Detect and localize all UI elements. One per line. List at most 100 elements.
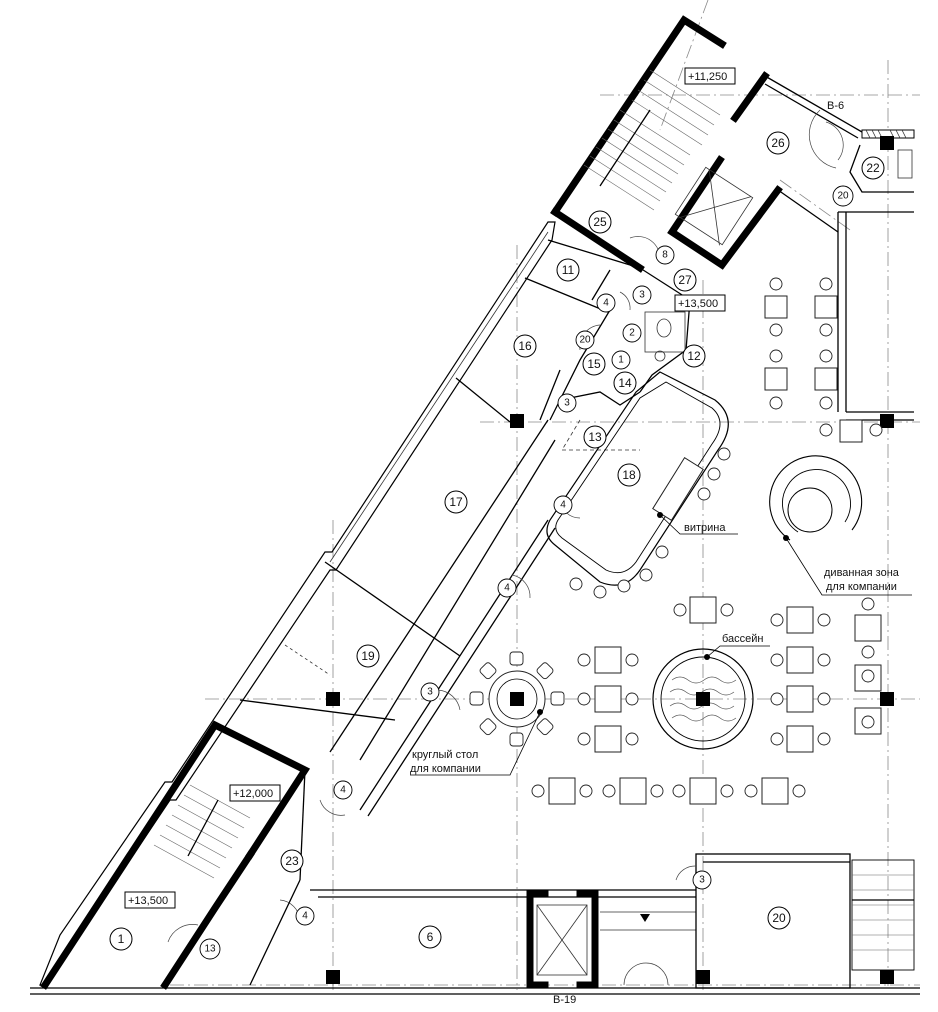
- svg-text:4: 4: [504, 583, 510, 594]
- door-badge: 4: [553, 495, 573, 515]
- svg-text:20: 20: [579, 335, 591, 346]
- dining-area: [469, 277, 883, 805]
- sofa-zone: [769, 455, 863, 541]
- lower-core-wall: [40, 720, 311, 990]
- sink-icon: [654, 350, 666, 362]
- upper-core-wall: [550, 207, 645, 273]
- envelope-outline: [39, 221, 556, 986]
- arrow-icon: [640, 914, 650, 922]
- room-badge: 11: [556, 258, 580, 282]
- door-badge: 4: [295, 906, 315, 926]
- table: [764, 367, 788, 391]
- partition: [249, 879, 301, 986]
- column: [326, 692, 340, 706]
- sofa-outer: [769, 455, 863, 541]
- door-badge: 3: [692, 870, 712, 890]
- svg-text:18: 18: [622, 468, 636, 482]
- svg-text:8: 8: [662, 250, 668, 261]
- door-badge: 3: [420, 682, 440, 702]
- elevation-box: [124, 891, 176, 909]
- elevator-cabin: [536, 904, 588, 976]
- sofa-label-line-1: диванная зона: [824, 567, 900, 579]
- room-22-wall: [849, 144, 914, 193]
- room-badge: 6: [418, 925, 442, 949]
- door-badge: 4: [596, 293, 616, 313]
- room-badge: 26: [766, 131, 790, 155]
- door-arc: [629, 236, 661, 261]
- elevation-label: +11,250: [688, 71, 727, 83]
- svg-text:4: 4: [302, 911, 308, 922]
- toilet-icon: [656, 318, 672, 338]
- column: [880, 414, 894, 428]
- door-badge: 13: [199, 938, 221, 960]
- upper-core-wall: [550, 15, 727, 217]
- column: [510, 692, 524, 706]
- axis-label-b19: В-19: [553, 994, 576, 1006]
- svg-text:27: 27: [678, 273, 692, 287]
- column: [696, 970, 710, 984]
- vitrina-label: витрина: [684, 522, 726, 534]
- svg-text:4: 4: [340, 785, 346, 796]
- pool-outer: [652, 648, 754, 750]
- table-row-2: [577, 646, 882, 692]
- room-badge: 13: [583, 425, 607, 449]
- partition: [639, 299, 691, 393]
- pool-label: бассейн: [722, 633, 764, 645]
- door-badges: 20 8 3 4 20 2 1 3 4 4 3 4 13 4 3: [199, 185, 854, 960]
- round-table-label-line-1: круглый стол: [412, 749, 478, 761]
- room-badge: 1: [109, 927, 133, 951]
- partition: [591, 269, 611, 301]
- elevator-wall: [526, 889, 549, 989]
- svg-text:4: 4: [603, 298, 609, 309]
- callout-leaders: [410, 514, 912, 776]
- svg-text:12: 12: [687, 349, 701, 363]
- column: [880, 692, 894, 706]
- room-badge: 27: [673, 268, 697, 292]
- door-badge: 4: [333, 780, 353, 800]
- room-badge: 15: [582, 352, 606, 376]
- svg-text:11: 11: [562, 263, 575, 277]
- dashed-outline: [561, 419, 640, 451]
- door-arc: [619, 291, 631, 311]
- partition: [239, 699, 396, 721]
- table-row-1: [673, 596, 882, 659]
- svg-text:6: 6: [427, 930, 434, 944]
- door-arc: [675, 865, 697, 881]
- door-badge: 1: [611, 350, 631, 370]
- svg-text:15: 15: [587, 357, 601, 371]
- axis-line: [779, 179, 851, 231]
- round-table-group: [469, 651, 565, 747]
- door-badge: 8: [655, 245, 675, 265]
- column: [880, 136, 894, 150]
- partition: [455, 377, 511, 423]
- svg-text:3: 3: [699, 875, 705, 886]
- wing-partitions: [239, 419, 581, 817]
- dashed-line: [284, 644, 331, 676]
- columns: [880, 136, 894, 706]
- door-badge: 20: [832, 185, 854, 207]
- svg-text:19: 19: [361, 649, 375, 663]
- door-badge: 4: [497, 578, 517, 598]
- elevation-label: +13,500: [678, 298, 718, 310]
- axis-labels: В-6 В-19: [553, 100, 844, 1006]
- column: [510, 414, 524, 428]
- room-badge: 17: [444, 490, 468, 514]
- lower-stair-treads: [153, 784, 251, 879]
- east-stair: [851, 859, 915, 971]
- door-badge: 2: [622, 323, 642, 343]
- upper-east-wall: [777, 189, 839, 233]
- door-arc: [623, 962, 647, 986]
- svg-text:1: 1: [618, 355, 624, 366]
- svg-text:14: 14: [618, 376, 632, 390]
- lower-core-wall: [160, 850, 255, 990]
- pool: [652, 648, 754, 750]
- svg-text:17: 17: [449, 495, 463, 509]
- elevation-label: +13,500: [128, 895, 168, 907]
- door-badge: 3: [557, 393, 577, 413]
- table-row-4: [577, 725, 831, 753]
- lower-stair-core: [40, 720, 311, 990]
- sofa-table: [787, 487, 833, 533]
- elevator-cross: [677, 196, 752, 219]
- room-badges: 26 22 25 27 11 16 15 14 12 13 18 17 19 2…: [109, 131, 885, 951]
- room-badge: 16: [513, 334, 537, 358]
